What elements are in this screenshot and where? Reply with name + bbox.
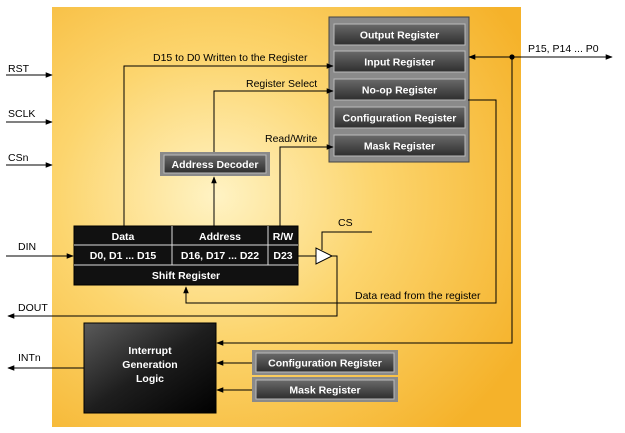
csn-label: CSn — [8, 152, 29, 164]
din-label: DIN — [18, 241, 36, 253]
port-to-interrupt-wire — [216, 57, 513, 346]
mask-register-box — [333, 134, 466, 157]
address-decoder-box — [163, 154, 267, 174]
register-select-wire — [213, 88, 334, 152]
data-field-header: Data — [112, 231, 135, 243]
rw-field-bit: D23 — [273, 250, 292, 262]
input-register-box — [333, 50, 466, 73]
shift-register: Data D0, D1 ... D15 Address D16, D17 ...… — [73, 225, 299, 286]
data-read-annotation: Data read from the register — [355, 290, 481, 302]
noop-register-box — [333, 78, 466, 101]
read-write-wire — [279, 144, 334, 226]
int-config-register-label: Configuration Register — [268, 358, 382, 370]
data-write-wire — [123, 63, 334, 226]
address-decoder-label: Address Decoder — [172, 159, 259, 171]
shift-register-title: Shift Register — [152, 270, 220, 282]
rst-label: RST — [8, 63, 30, 75]
output-register-label: Output Register — [360, 30, 439, 42]
written-annotation: D15 to D0 Written to the Register — [153, 52, 308, 64]
int-config-register-box — [255, 352, 395, 373]
configuration-register-label: Configuration Register — [343, 113, 457, 125]
input-register-label: Input Register — [364, 57, 435, 69]
register-bank: Output Register Input Register No-op Reg… — [328, 16, 470, 163]
interrupt-logic-line2: Generation — [122, 359, 177, 371]
ports-label: P15, P14 ... P0 — [528, 43, 599, 55]
cs-label: CS — [338, 217, 353, 229]
cs-enable-wire — [321, 231, 372, 250]
register-select-annotation: Register Select — [246, 78, 317, 90]
read-write-annotation: Read/Write — [265, 133, 317, 145]
interrupt-logic-line3: Logic — [136, 373, 164, 385]
data-field-bits: D0, D1 ... D15 — [90, 250, 157, 262]
sclk-label: SCLK — [8, 108, 35, 120]
interrupt-logic-box — [83, 322, 217, 414]
dout-wire — [7, 255, 338, 319]
int-mask-register-label: Mask Register — [289, 385, 360, 397]
data-read-wire — [183, 99, 497, 304]
int-mask-register-box — [255, 379, 395, 400]
output-register-box — [333, 23, 466, 46]
intn-label: INTn — [18, 352, 41, 364]
interrupt-logic-line1: Interrupt — [128, 345, 172, 357]
address-field-bits: D16, D17 ... D22 — [181, 250, 259, 262]
mask-register-label: Mask Register — [364, 141, 435, 153]
noop-register-label: No-op Register — [362, 85, 437, 97]
dout-label: DOUT — [18, 302, 48, 314]
configuration-register-box — [333, 106, 466, 129]
rw-field-header: R/W — [273, 231, 294, 243]
address-field-header: Address — [199, 231, 241, 243]
